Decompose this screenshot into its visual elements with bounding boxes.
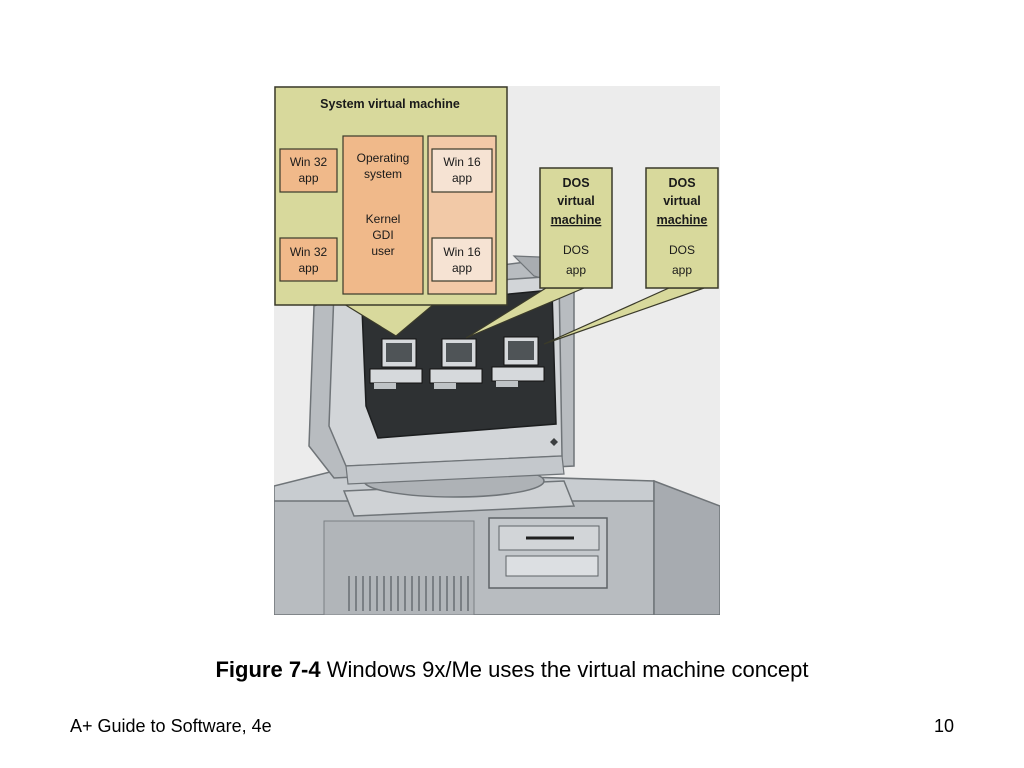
figure-caption: Figure 7-4 Windows 9x/Me uses the virtua… (0, 657, 1024, 683)
win16-app-1-line2: app (452, 171, 472, 185)
win16-app-1-line1: Win 16 (443, 155, 481, 169)
win16-app-box-2 (431, 237, 493, 282)
screen-computer-icon (491, 336, 545, 387)
computer-case-illustration (274, 470, 720, 615)
screen-computer-icons (369, 336, 545, 389)
os-component-gdi: GDI (372, 228, 393, 242)
dos-vm-callout-1 (539, 167, 613, 289)
dos-vm-1-app-line2: app (566, 263, 586, 277)
dos-vm-1-title-line1: DOS (562, 176, 589, 190)
power-indicator-icon (550, 438, 558, 446)
win32-app-2-line1: Win 32 (290, 245, 328, 259)
footer-book-title: A+ Guide to Software, 4e (70, 716, 272, 736)
figure-caption-text: Windows 9x/Me uses the virtual machine c… (320, 657, 809, 682)
dos-vm-1-app-line1: DOS (563, 243, 589, 257)
footer-page-number: 10 (933, 716, 954, 736)
win32-app-box-1 (279, 148, 338, 193)
os-component-user: user (371, 244, 394, 258)
virtual-machine-figure: System virtual machine Win 32 app Win 32… (274, 86, 720, 615)
win32-app-1-line2: app (298, 171, 318, 185)
os-label-line1: Operating (357, 151, 410, 165)
dos-vm-2-title-line1: DOS (668, 176, 695, 190)
win32-app-box-2 (279, 237, 338, 282)
dos-vm-2-title-line2: virtual (663, 194, 701, 208)
win16-app-2-line1: Win 16 (443, 245, 481, 259)
win16-app-2-line2: app (452, 261, 472, 275)
os-label-line2: system (364, 167, 402, 181)
dos-vm-2-title-line3: machine (657, 213, 708, 227)
dos-vm-callout-2 (645, 167, 719, 289)
dos-vm-1-title-line2: virtual (557, 194, 595, 208)
operating-system-box (342, 135, 424, 295)
dos-vm-2-app-line2: app (672, 263, 692, 277)
screen-computer-icon (369, 338, 423, 389)
win32-app-2-line2: app (298, 261, 318, 275)
win32-app-1-line1: Win 32 (290, 155, 328, 169)
os-component-kernel: Kernel (366, 212, 401, 226)
figure-caption-label: Figure 7-4 (215, 657, 321, 682)
screen-computer-icon (429, 338, 483, 389)
win16-app-box-1 (431, 148, 493, 193)
system-vm-title: System virtual machine (320, 97, 460, 111)
dos-vm-2-app-line1: DOS (669, 243, 695, 257)
dos-vm-1-title-line3: machine (551, 213, 602, 227)
